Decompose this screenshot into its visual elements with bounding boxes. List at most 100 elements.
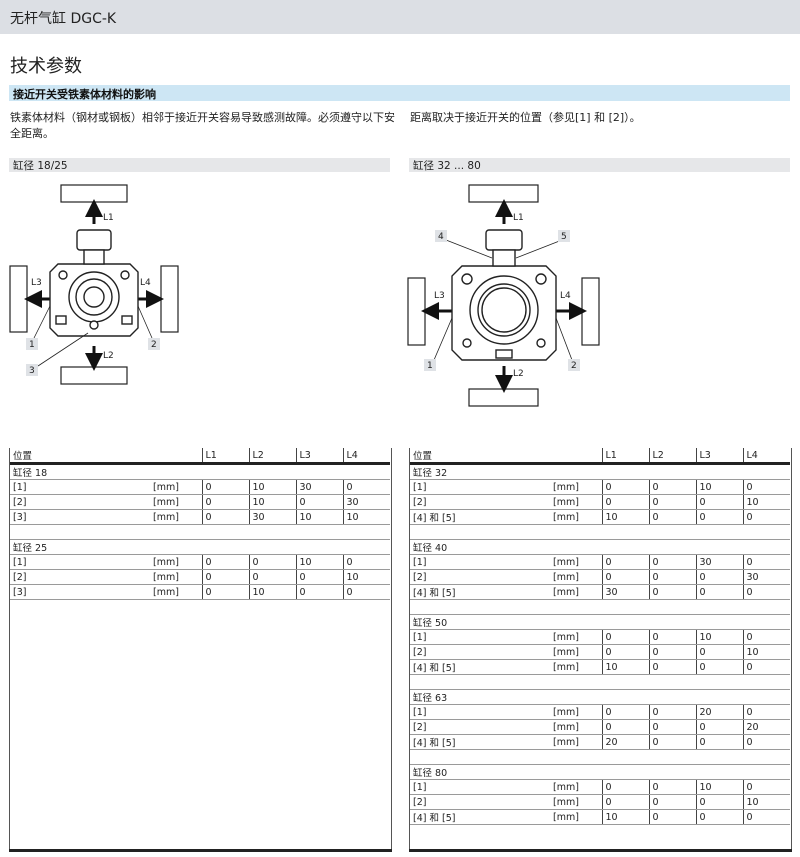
table-header-cell: L2 <box>248 448 296 465</box>
table-cell: 0 <box>648 554 696 570</box>
table-cell: [mm] <box>150 494 202 510</box>
figure-left-diagram: 1 2 3 L1 L2 L3 L4 <box>9 184 179 385</box>
table-cell: 0 <box>248 569 296 585</box>
header-bar: 无杆气缸 DGC-K <box>0 0 800 34</box>
table-cell: [2] <box>410 569 550 585</box>
table-cell: 10 <box>342 509 390 525</box>
table-spacer-row <box>410 749 790 765</box>
table-cell: 0 <box>648 569 696 585</box>
table-cell: 30 <box>601 584 649 600</box>
figure-right-title-bar: 缸径 32 ... 80 <box>409 158 790 172</box>
table-cell: [mm] <box>150 509 202 525</box>
table-cell: 0 <box>601 629 649 645</box>
table-cell: 10 <box>248 584 296 600</box>
table-cell: 0 <box>601 479 649 495</box>
table-cell: 0 <box>601 569 649 585</box>
table-cell: 0 <box>742 554 790 570</box>
tag-1 <box>26 338 38 350</box>
table-cell: 30 <box>742 569 790 585</box>
table-group-row: 缸径 40 <box>410 539 790 555</box>
table-cell: 0 <box>648 779 696 795</box>
table-cell: 0 <box>648 794 696 810</box>
table-cell: 0 <box>201 494 249 510</box>
table-cell: 0 <box>742 704 790 720</box>
table-cell: 0 <box>695 734 743 750</box>
table-cell: [mm] <box>150 569 202 585</box>
table-header-cell: L4 <box>742 448 790 465</box>
plate-top <box>60 184 128 203</box>
table-cell: [2] <box>410 794 550 810</box>
page-title: 技术参数 <box>10 56 82 77</box>
table-spacer-row <box>10 524 390 540</box>
table-right-bottom-rule <box>409 849 792 852</box>
table-cell: [mm] <box>150 479 202 495</box>
table-cell: 0 <box>342 479 390 495</box>
table-cell: 0 <box>648 509 696 525</box>
table-cell: [1] <box>410 629 550 645</box>
table-group-title: 缸径 80 <box>410 764 790 780</box>
table-cell: 0 <box>648 644 696 660</box>
table-cell: [4] 和 [5] <box>410 584 550 600</box>
table-cell: 0 <box>201 479 249 495</box>
tag-1-label: 1 <box>427 361 433 371</box>
table-cell: [1] <box>410 554 550 570</box>
table-cell: 10 <box>695 479 743 495</box>
table-cell: 10 <box>695 779 743 795</box>
table-cell: [4] 和 [5] <box>410 734 550 750</box>
table-cell: 0 <box>695 569 743 585</box>
table-header-cell <box>550 448 602 465</box>
table-cell: 0 <box>648 629 696 645</box>
table-cell: 0 <box>601 794 649 810</box>
table-header-cell: L3 <box>695 448 743 465</box>
plate-left <box>9 265 28 333</box>
table-cell: [3] <box>10 584 150 600</box>
table-cell: 0 <box>601 494 649 510</box>
table-cell: 0 <box>201 584 249 600</box>
table-cell: [2] <box>410 494 550 510</box>
table-cell: 20 <box>695 704 743 720</box>
table-cell: 10 <box>295 509 343 525</box>
table-cell: 0 <box>695 719 743 735</box>
table-cell: [2] <box>410 719 550 735</box>
table-cell: [1] <box>10 479 150 495</box>
table-cell: 0 <box>295 584 343 600</box>
table-cell: [mm] <box>550 584 602 600</box>
table-header-cell: L1 <box>201 448 249 465</box>
table-cell: 0 <box>695 509 743 525</box>
table-cell: 0 <box>742 779 790 795</box>
table-cell: 0 <box>742 479 790 495</box>
table-cell: 0 <box>742 509 790 525</box>
table-cell: 10 <box>742 644 790 660</box>
table-left-bottom-rule <box>9 849 392 852</box>
table-cell: [3] <box>10 509 150 525</box>
table-cell: [mm] <box>150 584 202 600</box>
table-header-cell: 位置 <box>10 448 150 465</box>
table-cell: [mm] <box>550 644 602 660</box>
table-cell: 0 <box>295 494 343 510</box>
table-cell: [mm] <box>550 734 602 750</box>
table-cell: 0 <box>742 734 790 750</box>
table-cell: [mm] <box>550 704 602 720</box>
plate-bottom <box>60 366 128 385</box>
table-cell: [mm] <box>150 554 202 570</box>
table-spacer-row <box>410 599 790 615</box>
table-cell: 10 <box>742 794 790 810</box>
tag-5-label: 5 <box>561 232 567 242</box>
table-cell: 0 <box>648 659 696 675</box>
table-right-panel <box>409 448 792 852</box>
table-cell: 0 <box>342 584 390 600</box>
table-cell: [4] 和 [5] <box>410 659 550 675</box>
table-cell: 0 <box>601 704 649 720</box>
